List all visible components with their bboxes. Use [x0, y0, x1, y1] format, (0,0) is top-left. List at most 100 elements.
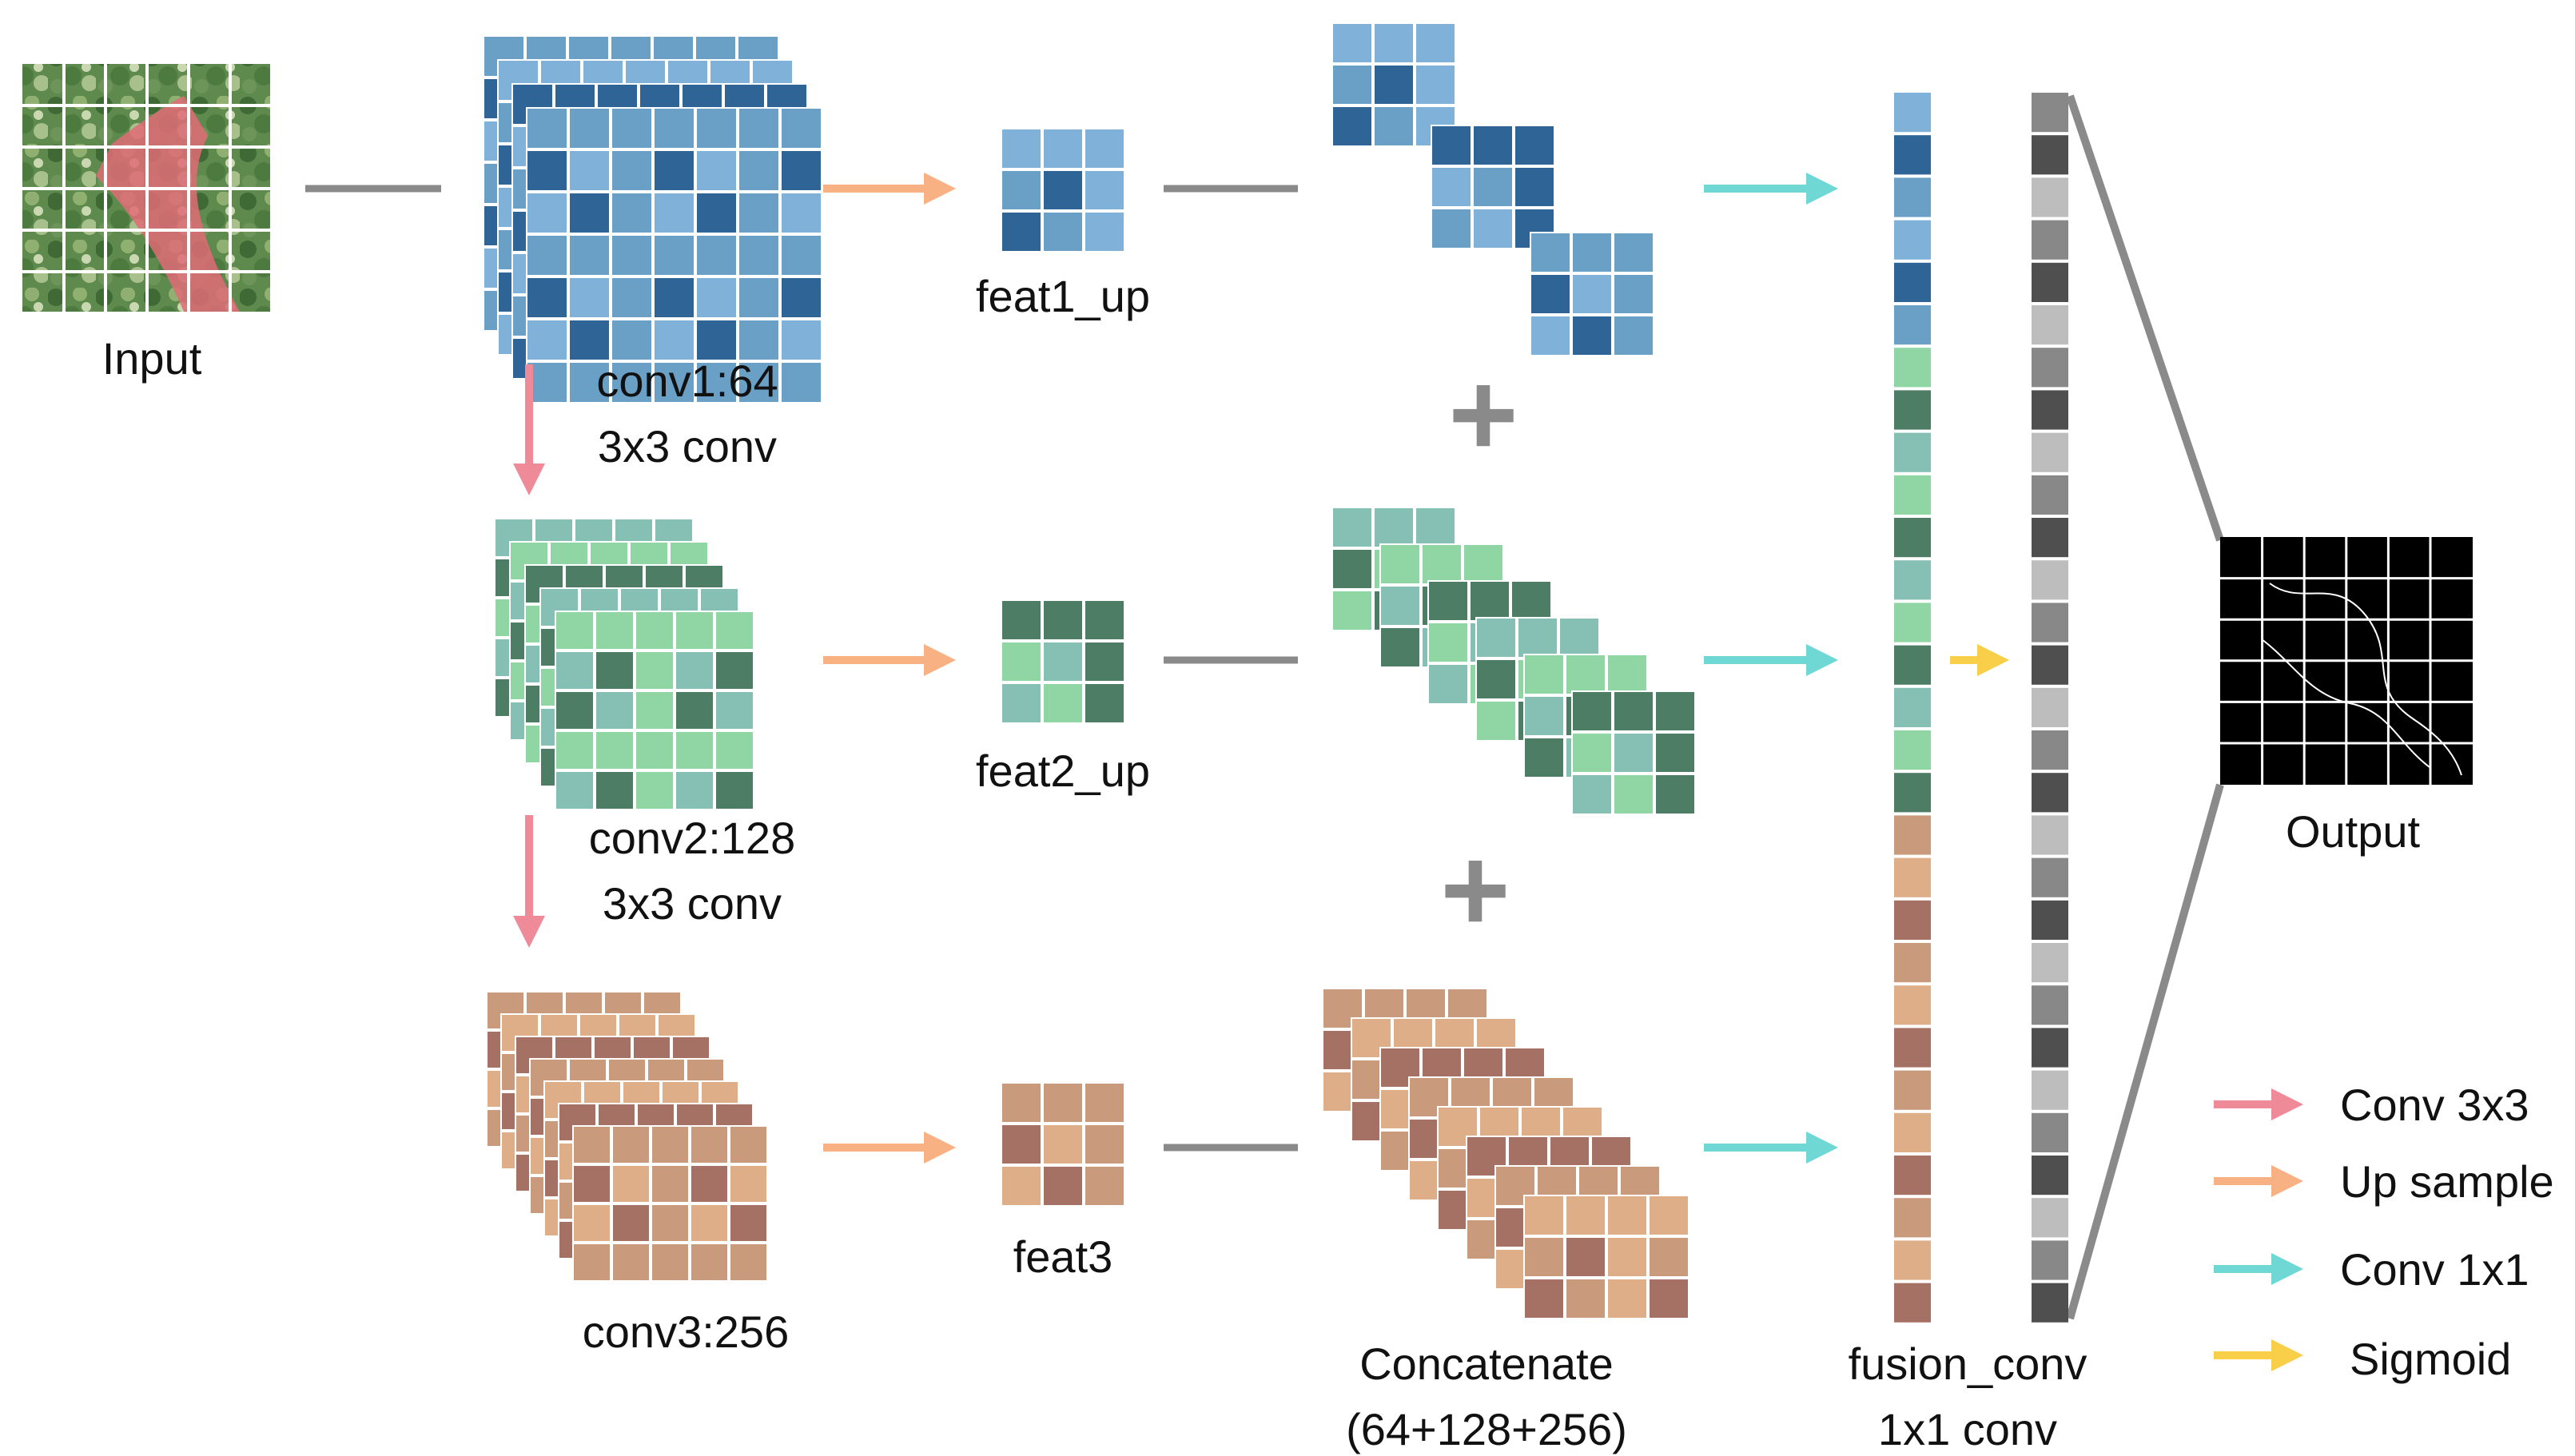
feat1-block — [1001, 128, 1125, 253]
feature-cell — [1614, 692, 1653, 730]
feature-cell — [697, 151, 736, 190]
feature-cell — [1525, 1196, 1563, 1235]
feature-cell — [1650, 1196, 1688, 1235]
right-arrow-icon — [823, 173, 956, 205]
feature-blocks-group — [483, 22, 1696, 1319]
feature-cell — [697, 363, 736, 402]
output-edge-trace — [2269, 583, 2462, 776]
feature-cell — [1525, 655, 1563, 694]
legend-arrow-icon — [2214, 1088, 2303, 1120]
sigmoid-column-cell — [2032, 943, 2068, 983]
feature-cell — [556, 732, 593, 769]
sigmoid-column-cell — [2032, 560, 2068, 600]
fusion-column-cell — [1894, 135, 1931, 175]
feature-cell — [612, 320, 651, 360]
feature-cell — [1333, 66, 1371, 104]
feat1-label: feat1_up — [976, 271, 1150, 321]
feature-cell — [676, 612, 713, 649]
fusion-column-cell — [1894, 815, 1931, 855]
feature-cell — [782, 320, 821, 360]
sigmoid-column-cell — [2032, 857, 2068, 897]
concat-brown-stack — [1322, 988, 1689, 1319]
sigmoid-column-cell — [2032, 220, 2068, 260]
feature-cell — [1432, 209, 1471, 248]
feature-cell — [676, 692, 713, 729]
feature-cell — [1416, 508, 1455, 547]
feature-cell — [1002, 1125, 1041, 1164]
sigmoid-column-cell — [2032, 348, 2068, 388]
legend-label-conv3x3: Conv 3x3 — [2340, 1080, 2529, 1130]
feature-cell — [596, 612, 633, 649]
legend-label-conv1x1: Conv 1x1 — [2340, 1244, 2529, 1295]
feature-cell — [636, 692, 673, 729]
feature-cell — [1002, 1084, 1041, 1122]
fusion-column-cell — [1894, 943, 1931, 983]
arrow-head — [1977, 644, 2009, 676]
feature-cell — [1375, 508, 1413, 547]
input-path-highlight — [96, 96, 240, 312]
down-arrow-icon — [513, 815, 545, 948]
fusion-column-cell — [1894, 1240, 1931, 1280]
arrow-head — [1806, 173, 1838, 205]
sigmoid-column-cell — [2032, 93, 2068, 133]
feature-cell — [782, 193, 821, 233]
feature-cell — [613, 1166, 649, 1202]
feature-cell — [1525, 738, 1563, 777]
feature-cell — [1566, 1238, 1605, 1276]
feature-cell — [676, 772, 713, 809]
feature-cell — [1512, 582, 1550, 620]
conv2-sub-label: 3x3 conv — [603, 878, 782, 929]
conv3-stack — [486, 991, 768, 1282]
feature-cell — [655, 363, 694, 402]
sigmoid-column-cell — [2032, 1028, 2068, 1068]
arrow-head — [924, 644, 956, 676]
conv1-sub-label: 3x3 conv — [598, 421, 777, 471]
feature-cell — [691, 1244, 727, 1280]
feature-cell — [782, 151, 821, 190]
concat-green-stack — [1331, 507, 1696, 815]
sigmoid-column-cell — [2032, 305, 2068, 345]
feature-cell — [613, 1205, 649, 1241]
feature-cell — [556, 772, 593, 809]
feature-cell — [527, 278, 567, 317]
sigmoid-column-cell — [2032, 135, 2068, 175]
fusion-column-cell — [1894, 857, 1931, 897]
feature-cell — [1515, 126, 1554, 165]
feature-cell — [1085, 1084, 1124, 1122]
feature-cell — [691, 1205, 727, 1241]
feature-cell — [596, 732, 633, 769]
feature-cell — [730, 1166, 766, 1202]
feature-cell — [613, 1244, 649, 1280]
fusion-column-cell — [1894, 348, 1931, 388]
feature-cell — [1429, 665, 1467, 703]
conv2-stack-layer — [555, 611, 754, 810]
feature-cell — [716, 652, 753, 689]
feature-cell — [1531, 233, 1570, 272]
fusion-column-cell — [1894, 773, 1931, 813]
arrow-head — [1806, 644, 1838, 676]
concat-label: Concatenate — [1359, 1339, 1614, 1389]
sigmoid-column-cell — [2032, 687, 2068, 727]
feature-cell — [636, 652, 673, 689]
sigmoid-column-cell — [2032, 1198, 2068, 1238]
conv2-stack — [494, 518, 754, 810]
feature-cell — [739, 151, 778, 190]
feature-cell — [1525, 697, 1563, 735]
feature-cell — [570, 320, 609, 360]
output-label: Output — [2286, 806, 2421, 857]
feature-cell — [1525, 1279, 1563, 1318]
feature-cell — [570, 151, 609, 190]
feature-cell — [1002, 213, 1041, 251]
feature-cell — [782, 363, 821, 402]
feature-cell — [1423, 545, 1461, 583]
feature-cell — [527, 363, 567, 402]
feature-cell — [652, 1127, 688, 1163]
sigmoid-column-cell — [2032, 730, 2068, 770]
feature-cell — [570, 193, 609, 233]
feat3-label: feat3 — [1013, 1231, 1113, 1282]
fusion-column-cell — [1894, 432, 1931, 472]
feature-cell — [1474, 168, 1512, 206]
fusion-column-cell — [1894, 390, 1931, 430]
feature-cell — [739, 109, 778, 148]
legend-label-sigmoid: Sigmoid — [2350, 1334, 2511, 1384]
